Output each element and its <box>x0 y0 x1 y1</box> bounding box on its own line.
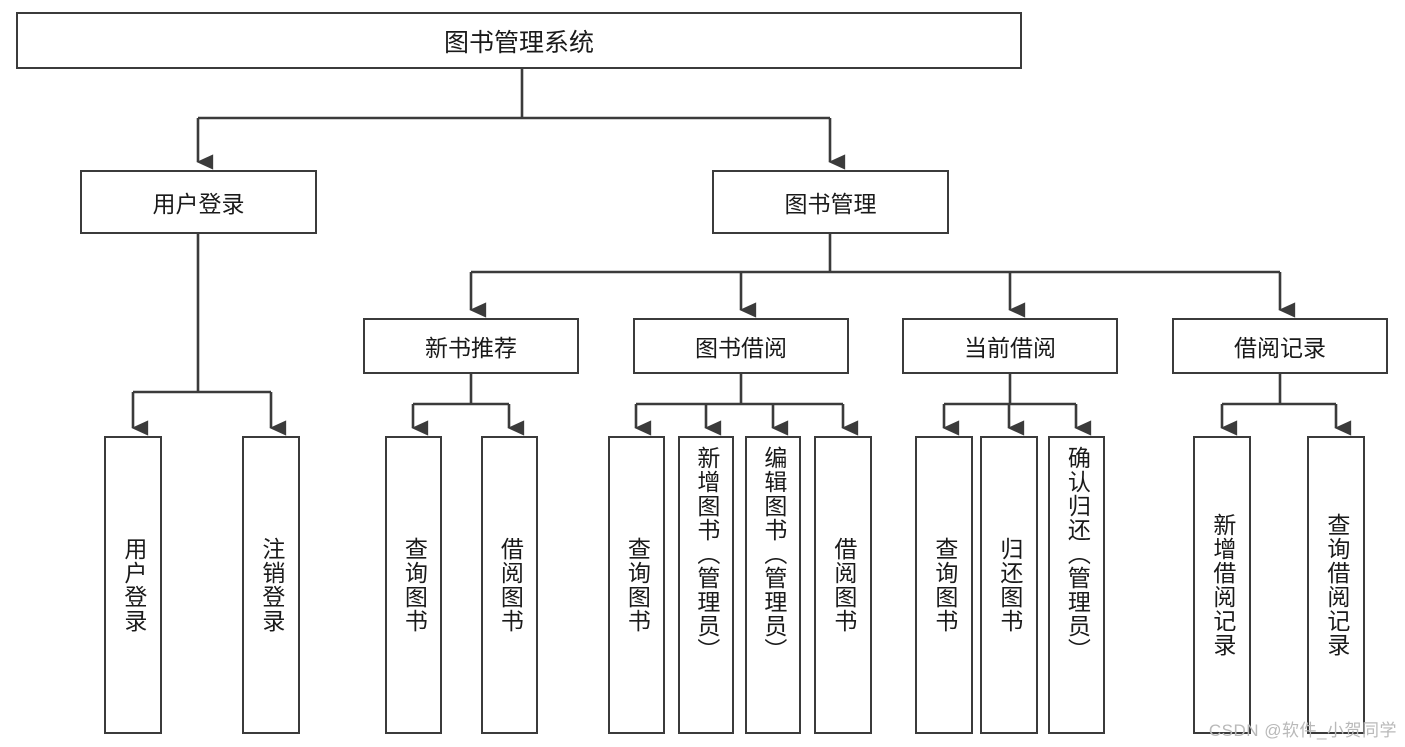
node-new-book-recommend-label: 新书推荐 <box>425 335 517 361</box>
watermark-text: CSDN @软件_小贺同学 <box>1208 721 1397 740</box>
node-current-borrow[interactable]: 当前借阅 <box>902 318 1118 374</box>
leaf-logout-label: 注销登录 <box>258 537 285 633</box>
leaf-user-login[interactable]: 用户登录 <box>104 436 162 734</box>
leaf-logout[interactable]: 注销登录 <box>242 436 300 734</box>
leaf-records-query-record-label: 查询借阅记录 <box>1323 513 1350 657</box>
leaf-current-return-book-label: 归还图书 <box>996 537 1023 633</box>
leaf-current-query-book-label: 查询图书 <box>931 537 958 633</box>
leaf-borrow-query-book-label: 查询图书 <box>624 537 651 633</box>
leaf-records-add-record-label: 新增借阅记录 <box>1209 513 1236 657</box>
leaf-borrow-edit-book-admin[interactable]: 编辑图书（管理员） <box>745 436 801 734</box>
leaf-current-confirm-return-admin[interactable]: 确认归还（管理员） <box>1048 436 1105 734</box>
leaf-records-add-record[interactable]: 新增借阅记录 <box>1193 436 1251 734</box>
node-root[interactable]: 图书管理系统 <box>16 12 1022 69</box>
node-book-borrow[interactable]: 图书借阅 <box>633 318 849 374</box>
leaf-borrow-add-book-admin[interactable]: 新增图书（管理员） <box>678 436 734 734</box>
node-book-borrow-label: 图书借阅 <box>695 335 787 361</box>
leaf-current-query-book[interactable]: 查询图书 <box>915 436 973 734</box>
leaf-user-login-label: 用户登录 <box>120 537 147 633</box>
leaf-borrow-add-book-admin-label: 新增图书（管理员） <box>693 446 720 662</box>
node-user-login-label: 用户登录 <box>152 191 245 217</box>
node-borrow-records[interactable]: 借阅记录 <box>1172 318 1388 374</box>
leaf-newbooks-query-book[interactable]: 查询图书 <box>385 436 442 734</box>
leaf-current-confirm-return-admin-label: 确认归还（管理员） <box>1064 446 1091 662</box>
leaf-records-query-record[interactable]: 查询借阅记录 <box>1307 436 1365 734</box>
node-book-management[interactable]: 图书管理 <box>712 170 949 234</box>
node-root-label: 图书管理系统 <box>443 28 594 57</box>
node-book-management-label: 图书管理 <box>784 191 877 217</box>
leaf-borrow-query-book[interactable]: 查询图书 <box>608 436 665 734</box>
node-current-borrow-label: 当前借阅 <box>964 335 1056 361</box>
leaf-newbooks-query-book-label: 查询图书 <box>401 537 428 633</box>
leaf-newbooks-borrow-book-label: 借阅图书 <box>497 537 524 633</box>
leaf-current-return-book[interactable]: 归还图书 <box>980 436 1038 734</box>
leaf-borrow-edit-book-admin-label: 编辑图书（管理员） <box>760 446 787 662</box>
node-user-login[interactable]: 用户登录 <box>80 170 317 234</box>
leaf-borrow-borrow-book-label: 借阅图书 <box>830 537 857 633</box>
node-borrow-records-label: 借阅记录 <box>1234 335 1326 361</box>
leaf-newbooks-borrow-book[interactable]: 借阅图书 <box>481 436 538 734</box>
leaf-borrow-borrow-book[interactable]: 借阅图书 <box>814 436 872 734</box>
node-new-book-recommend[interactable]: 新书推荐 <box>363 318 579 374</box>
